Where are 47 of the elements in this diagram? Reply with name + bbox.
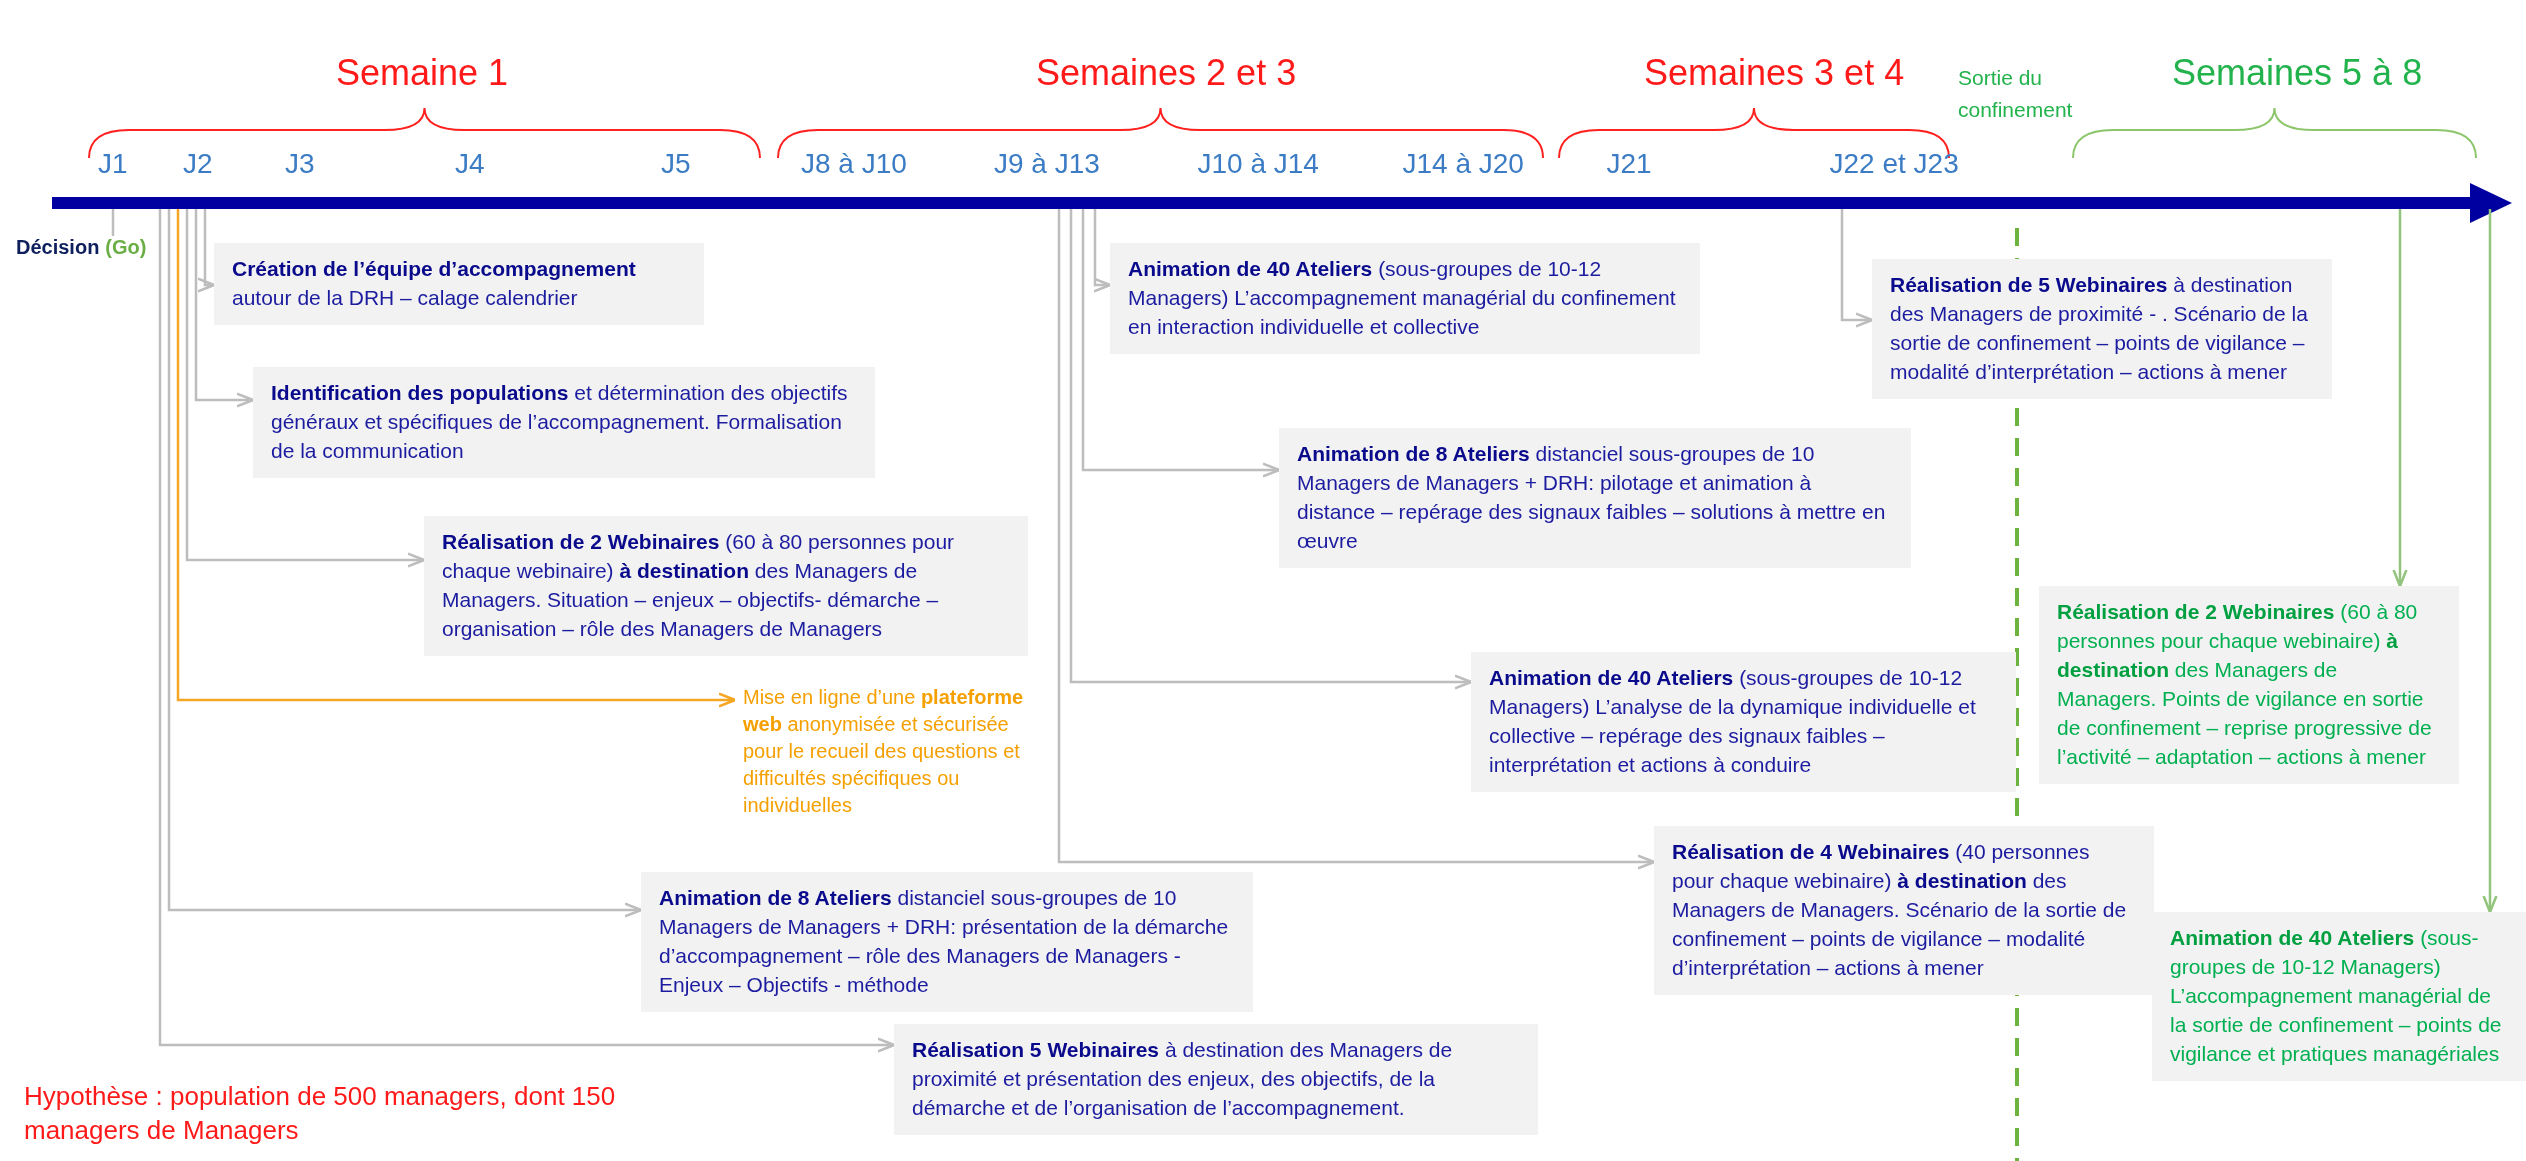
day-label: J8 à J10 xyxy=(801,148,907,180)
day-label: J1 xyxy=(98,148,128,180)
go-label: (Go) xyxy=(105,236,147,258)
arrow xyxy=(185,209,426,568)
arrow xyxy=(196,209,216,293)
task-card: Animation de 8 Ateliers distanciel sous-groupes de 10 Managers de Managers + DRH: pilotage et animation à distance – repérage des signaux faibles – solutions à mettre en œuvre xyxy=(1279,428,1911,568)
arrow xyxy=(1057,209,1656,870)
day-label: J14 à J20 xyxy=(1402,148,1524,180)
day-label: J10 à J14 xyxy=(1197,148,1319,180)
connector-line xyxy=(111,209,115,236)
arrow xyxy=(1840,209,1874,328)
day-label: J3 xyxy=(285,148,315,180)
week-heading: Semaines 5 à 8 xyxy=(2172,52,2423,94)
task-card: Animation de 40 Ateliers (sous-groupes de 10-12 Managers) L’analyse de la dynamique individuelle et collective – repérage des signaux faibles – interprétation et actions à conduire xyxy=(1471,652,2016,792)
arrow xyxy=(2482,209,2498,914)
day-label: J21 xyxy=(1606,148,1652,180)
milestone-label: Sortie du confinement xyxy=(1958,65,2074,123)
task-card: Réalisation 5 Webinaires à destination des Managers de proximité et présentation des enjeux, des objectifs, de la démarche et de l’organisation de l’accompagnement. xyxy=(894,1024,1538,1135)
note-text: Hypothèse : population de 500 managers, dont 150 managers de Managers xyxy=(24,1080,617,1147)
day-label: J9 à J13 xyxy=(994,148,1100,180)
task-card: Réalisation de 5 Webinaires à destination des Managers de proximité - . Scénario de la sortie de confinement – points de vigilance – modalité d’interprétation – actions à mener xyxy=(1872,259,2332,399)
arrow xyxy=(1081,209,1281,478)
note-text: Mise en ligne d’une plateforme web anonymisée et sécurisée pour le recueil des questions et difficultés spécifiques ou individuelles xyxy=(735,680,1053,823)
task-card: Réalisation de 2 Webinaires (60 à 80 personnes pour chaque webinaire) à destination des Managers de Managers. Situation – enjeux – objectifs- démarche – organisation – rôle des Managers de Managers xyxy=(424,516,1028,656)
decision-label: Décision xyxy=(16,236,100,258)
arrow xyxy=(194,209,255,408)
arrow xyxy=(2392,209,2408,588)
arrow xyxy=(176,209,737,708)
task-card: Animation de 8 Ateliers distanciel sous-groupes de 10 Managers de Managers + DRH: présentation de la démarche d’accompagnement – rôle des Managers de Managers -Enjeux – Objectifs - méthode xyxy=(641,872,1253,1012)
week-heading: Semaines 2 et 3 xyxy=(1036,52,1297,94)
arrow xyxy=(1092,209,1112,293)
timeline-arrow xyxy=(52,183,2512,223)
week-heading: Semaine 1 xyxy=(336,52,509,94)
task-card: Réalisation de 2 Webinaires (60 à 80 personnes pour chaque webinaire) à destination des Managers de Managers. Points de vigilance en sortie de confinement – reprise progressive de l’activité – adaptation – actions à mener xyxy=(2039,586,2459,784)
task-card: Animation de 40 Ateliers (sous-groupes de 10-12 Managers) L’accompagnement managérial de la sortie de confinement – points de vigilance et pratiques managériales xyxy=(2152,912,2526,1081)
arrow xyxy=(167,209,643,918)
week-heading: Semaines 3 et 4 xyxy=(1644,52,1905,94)
day-label: J4 xyxy=(455,148,485,180)
task-card: Réalisation de 4 Webinaires (40 personnes pour chaque webinaire) à destination des Managers de Managers. Scénario de la sortie de confinement – points de vigilance – modalité d’interprétation – actions à mener xyxy=(1654,826,2154,995)
task-card: Création de l’équipe d’accompagnement autour de la DRH – calage calendrier xyxy=(214,243,704,325)
task-card: Identification des populations et détermination des objectifs généraux et spécifiques de l’accompagnement. Formalisation de la communication xyxy=(253,367,875,478)
task-card: Animation de 40 Ateliers (sous-groupes de 10-12 Managers) L’accompagnement managérial du confinement en interaction individuelle et collective xyxy=(1110,243,1700,354)
day-label: J22 et J23 xyxy=(1829,148,1959,180)
arrow xyxy=(158,209,896,1053)
day-label: J2 xyxy=(183,148,213,180)
day-label: J5 xyxy=(661,148,691,180)
arrow xyxy=(1069,209,1473,690)
